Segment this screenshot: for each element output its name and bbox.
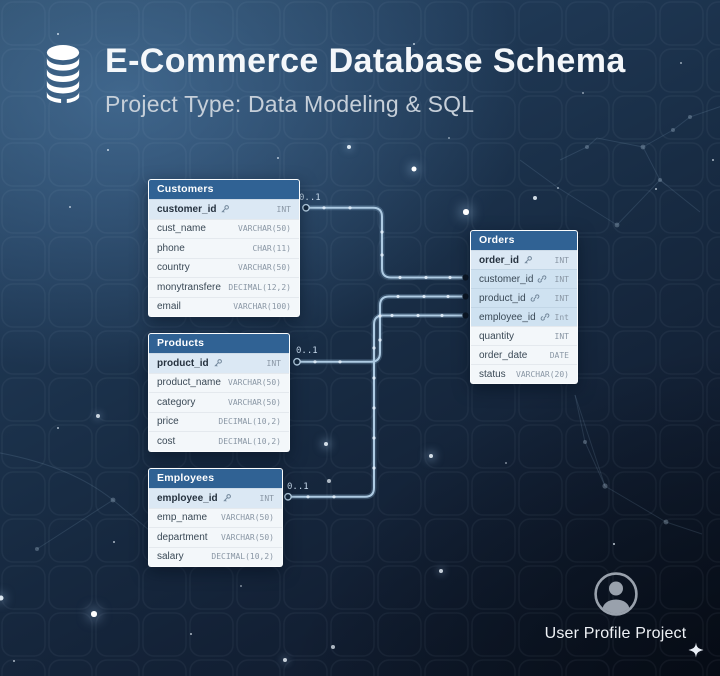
table-row: product_id INT (149, 353, 289, 373)
field-type: INT (554, 255, 569, 265)
database-icon (46, 45, 80, 103)
user-profile-badge[interactable]: User Profile Project (543, 571, 688, 643)
link-icon (540, 312, 550, 322)
field-name: customer_id (479, 273, 534, 285)
table-customers[interactable]: Customers customer_id INT cust_name VARC… (148, 179, 300, 317)
field-name: order_date (479, 349, 528, 361)
link-icon (530, 293, 540, 303)
field-name: category (157, 396, 196, 408)
page-subtitle: Project Type: Data Modeling & SQL (105, 90, 475, 117)
field-type: DECIMAL(10,2) (218, 436, 281, 446)
table-row: order_date DATE (471, 345, 577, 364)
field-type: VARCHAR(50) (221, 532, 274, 542)
field-type: VARCHAR(50) (238, 263, 291, 273)
relation-endpoints (284, 203, 469, 501)
page-header: E-Commerce Database Schema Project Type:… (44, 42, 626, 118)
field-type: INT (554, 331, 569, 341)
table-row: phone CHAR(11) (149, 238, 299, 258)
cardinality-label: 0..1 (299, 193, 321, 203)
user-avatar-icon (593, 572, 638, 616)
table-employees[interactable]: Employees employee_id INT emp_name VARCH… (148, 468, 283, 567)
cardinality-label: 0..1 (287, 482, 309, 492)
field-type: CHAR(11) (252, 243, 291, 253)
field-name: employee_id (479, 311, 536, 323)
key-icon (222, 493, 232, 503)
table-row: price DECIMAL(10,2) (149, 411, 289, 432)
link-icon (537, 274, 547, 284)
field-type: INT (554, 293, 569, 303)
field-name: order_id (479, 254, 520, 266)
field-name: status (479, 368, 506, 380)
field-name: price (157, 416, 179, 428)
table-orders[interactable]: Orders order_id INT customer_id INT prod… (470, 230, 578, 384)
table-row: email VARCHAR(100) (149, 296, 299, 317)
table-row: quantity INT (471, 326, 577, 345)
field-type: DECIMAL(12,2) (228, 282, 291, 292)
page-title: E-Commerce Database Schema (105, 42, 626, 80)
field-type: VARCHAR(50) (228, 397, 281, 407)
table-row: monytransfere DECIMAL(12,2) (149, 277, 299, 297)
table-row: customer_id INT (149, 199, 299, 219)
table-header: Orders (471, 231, 577, 250)
field-name: country (157, 262, 190, 274)
table-row: category VARCHAR(50) (149, 392, 289, 412)
field-name: employee_id (157, 492, 218, 504)
field-name: cust_name (157, 223, 206, 235)
table-header: Products (149, 334, 289, 353)
field-name: department (157, 531, 208, 543)
table-row: employee_id INT (149, 488, 282, 508)
table-row: country VARCHAR(50) (149, 257, 299, 278)
table-row: product_id INT (471, 288, 577, 307)
key-icon (523, 255, 533, 265)
field-type: VARCHAR(50) (238, 224, 291, 234)
table-row: product_name VARCHAR(50) (149, 372, 289, 393)
field-name: salary (157, 551, 184, 563)
field-name: monytransfere (157, 281, 221, 293)
field-type: DATE (549, 350, 569, 360)
field-type: DECIMAL(10,2) (211, 552, 274, 562)
field-name: product_name (157, 377, 221, 389)
table-row: emp_name VARCHAR(50) (149, 507, 282, 528)
table-row: employee_id Int (471, 307, 577, 326)
table-header: Customers (149, 180, 299, 199)
field-type: INT (259, 493, 274, 503)
sparkle-icon (688, 642, 704, 658)
table-row: department VARCHAR(50) (149, 527, 282, 547)
field-name: product_id (157, 357, 209, 369)
table-row: salary DECIMAL(10,2) (149, 546, 282, 567)
field-type: INT (554, 274, 569, 284)
field-name: customer_id (157, 203, 217, 215)
table-header: Employees (149, 469, 282, 488)
field-name: emp_name (157, 512, 208, 524)
table-row: customer_id INT (471, 269, 577, 288)
field-type: DECIMAL(10,2) (218, 417, 281, 427)
field-type: VARCHAR(100) (233, 302, 291, 312)
table-products[interactable]: Products product_id INT product_name VAR… (148, 333, 290, 452)
field-name: phone (157, 242, 185, 254)
table-row: status VARCHAR(20) (471, 364, 577, 383)
field-name: quantity (479, 330, 515, 342)
field-name: email (157, 301, 181, 313)
field-type: VARCHAR(20) (516, 369, 569, 379)
field-type: INT (266, 358, 281, 368)
table-row: order_id INT (471, 250, 577, 269)
profile-label: User Profile Project (544, 625, 687, 642)
field-type: INT (276, 204, 291, 214)
cardinality-label: 0..1 (296, 346, 318, 356)
field-name: product_id (479, 292, 526, 304)
table-row: cust_name VARCHAR(50) (149, 218, 299, 239)
field-name: cost (157, 435, 176, 447)
key-icon (213, 358, 223, 368)
key-icon (220, 204, 230, 214)
field-type: VARCHAR(50) (221, 513, 274, 523)
line-beads (306, 206, 452, 499)
table-row: cost DECIMAL(10,2) (149, 431, 289, 451)
field-type: VARCHAR(50) (228, 378, 281, 388)
field-type: Int (554, 312, 569, 322)
